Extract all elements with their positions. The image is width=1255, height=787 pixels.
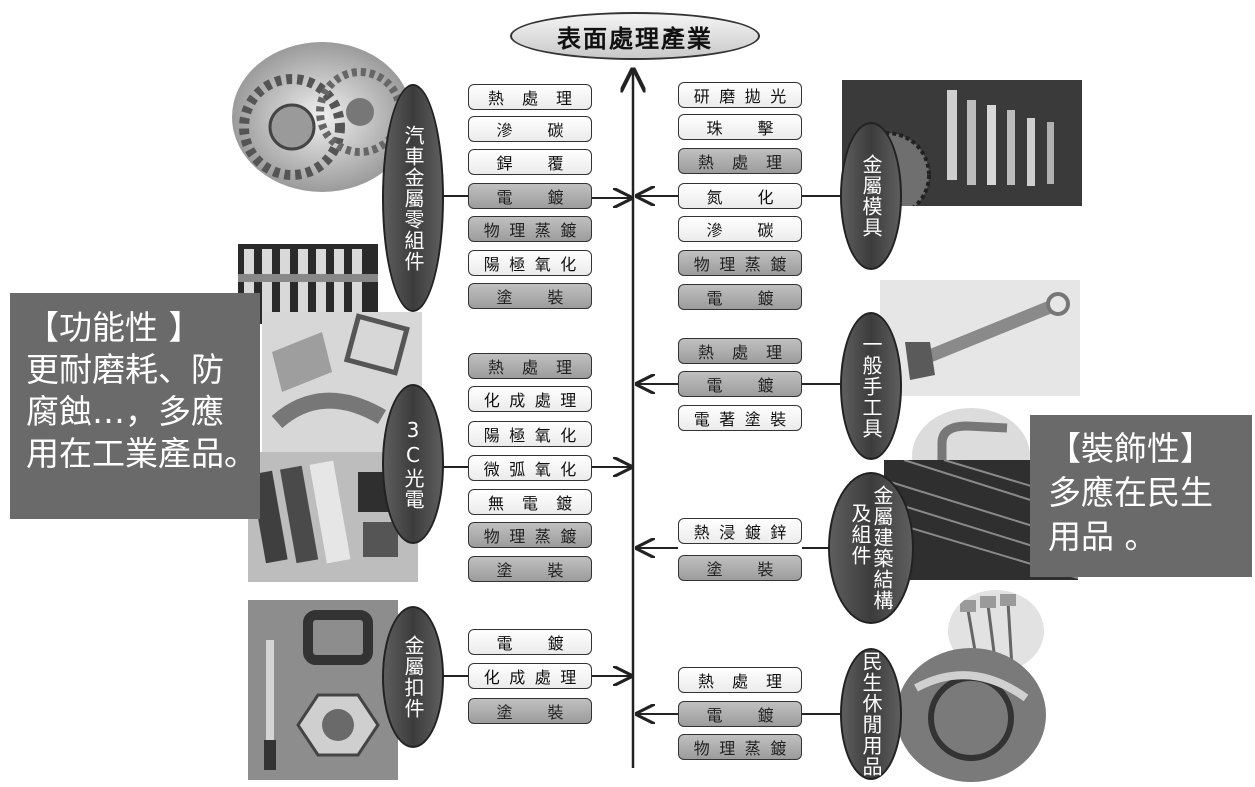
lead-frame-photo <box>238 244 378 324</box>
process-box: 珠擊 <box>678 114 802 140</box>
process-box: 物理蒸鍍 <box>678 250 802 276</box>
process-box: 熱浸鍍鋅 <box>678 518 802 544</box>
category-hand-tools-label: 一般手工具 <box>859 333 883 439</box>
process-box: 物理蒸鍍 <box>678 734 802 760</box>
category-3c-label: 3C光電 <box>401 418 425 510</box>
category-building-label-2: 及組件 <box>848 502 872 566</box>
bicycle-photo <box>896 648 1046 782</box>
category-fasteners: 金屬扣件 <box>382 606 444 748</box>
decorative-note-line: 多應在民生 <box>1048 473 1213 512</box>
category-auto-parts-label: 汽車金屬零組件 <box>401 124 425 272</box>
process-box: 陽極氧化 <box>468 421 592 447</box>
process-box: 無電鍍 <box>468 489 592 515</box>
category-auto-parts: 汽車金屬零組件 <box>382 84 444 312</box>
decorative-note: 【裝飾性】 多應在民生 用品 。 <box>1030 415 1252 577</box>
process-box: 銲覆 <box>468 149 592 175</box>
category-molds-label: 金屬模具 <box>859 154 883 238</box>
process-box: 電鍍 <box>678 701 802 727</box>
category-fasteners-label: 金屬扣件 <box>401 635 425 719</box>
gears-photo <box>232 42 412 192</box>
process-box: 塗裝 <box>468 283 592 309</box>
process-box: 研磨拋光 <box>678 82 802 108</box>
process-box: 熱處理 <box>468 84 592 110</box>
diagram-title: 表面處理產業 <box>510 12 760 60</box>
category-building-label-1: 金屬建築結構 <box>870 485 894 611</box>
process-box: 電鍍 <box>468 183 592 209</box>
process-box: 熱處理 <box>678 338 802 364</box>
process-box: 陽極氧化 <box>468 250 592 276</box>
process-box: 化成處理 <box>468 386 592 412</box>
functional-note-line: 更耐磨耗、防 <box>26 350 224 389</box>
functional-note-line: 用在工業產品。 <box>26 434 257 473</box>
category-leisure: 民生休閒用品 <box>840 648 902 780</box>
process-box: 電鍍 <box>678 284 802 310</box>
process-box: 化成處理 <box>468 663 592 689</box>
process-box: 熱處理 <box>678 667 802 693</box>
process-box: 熱處理 <box>678 148 802 174</box>
process-box: 熱處理 <box>468 353 592 379</box>
process-box: 電鍍 <box>678 371 802 397</box>
category-leisure-label: 民生休閒用品 <box>859 651 883 777</box>
process-box: 電鍍 <box>468 629 592 655</box>
process-box: 物理蒸鍍 <box>468 522 592 548</box>
category-hand-tools: 一般手工具 <box>840 312 902 460</box>
category-3c-optoelectronics: 3C光電 <box>382 384 444 544</box>
process-box: 塗裝 <box>468 556 592 582</box>
process-box: 電著塗裝 <box>678 405 802 431</box>
process-box: 滲碳 <box>468 116 592 142</box>
category-molds: 金屬模具 <box>840 122 902 270</box>
functional-note-heading: 【功能性 】 <box>26 308 202 347</box>
process-box: 物理蒸鍍 <box>468 216 592 242</box>
decorative-note-line: 用品 。 <box>1048 517 1158 556</box>
process-box: 氮化 <box>678 183 802 209</box>
category-building: 及組件 金屬建築結構 <box>828 472 914 624</box>
functional-note: 【功能性 】 更耐磨耗、防 腐蝕…，多應 用在工業產品。 <box>10 293 260 519</box>
wrench-photo <box>880 280 1080 396</box>
process-box: 滲碳 <box>678 216 802 242</box>
process-box: 塗裝 <box>678 555 802 581</box>
decorative-note-heading: 【裝飾性】 <box>1048 429 1213 468</box>
process-box: 微弧氧化 <box>468 455 592 481</box>
fastener-photo <box>248 600 398 780</box>
process-box: 塗裝 <box>468 698 592 724</box>
functional-note-line: 腐蝕…，多應 <box>26 392 224 431</box>
